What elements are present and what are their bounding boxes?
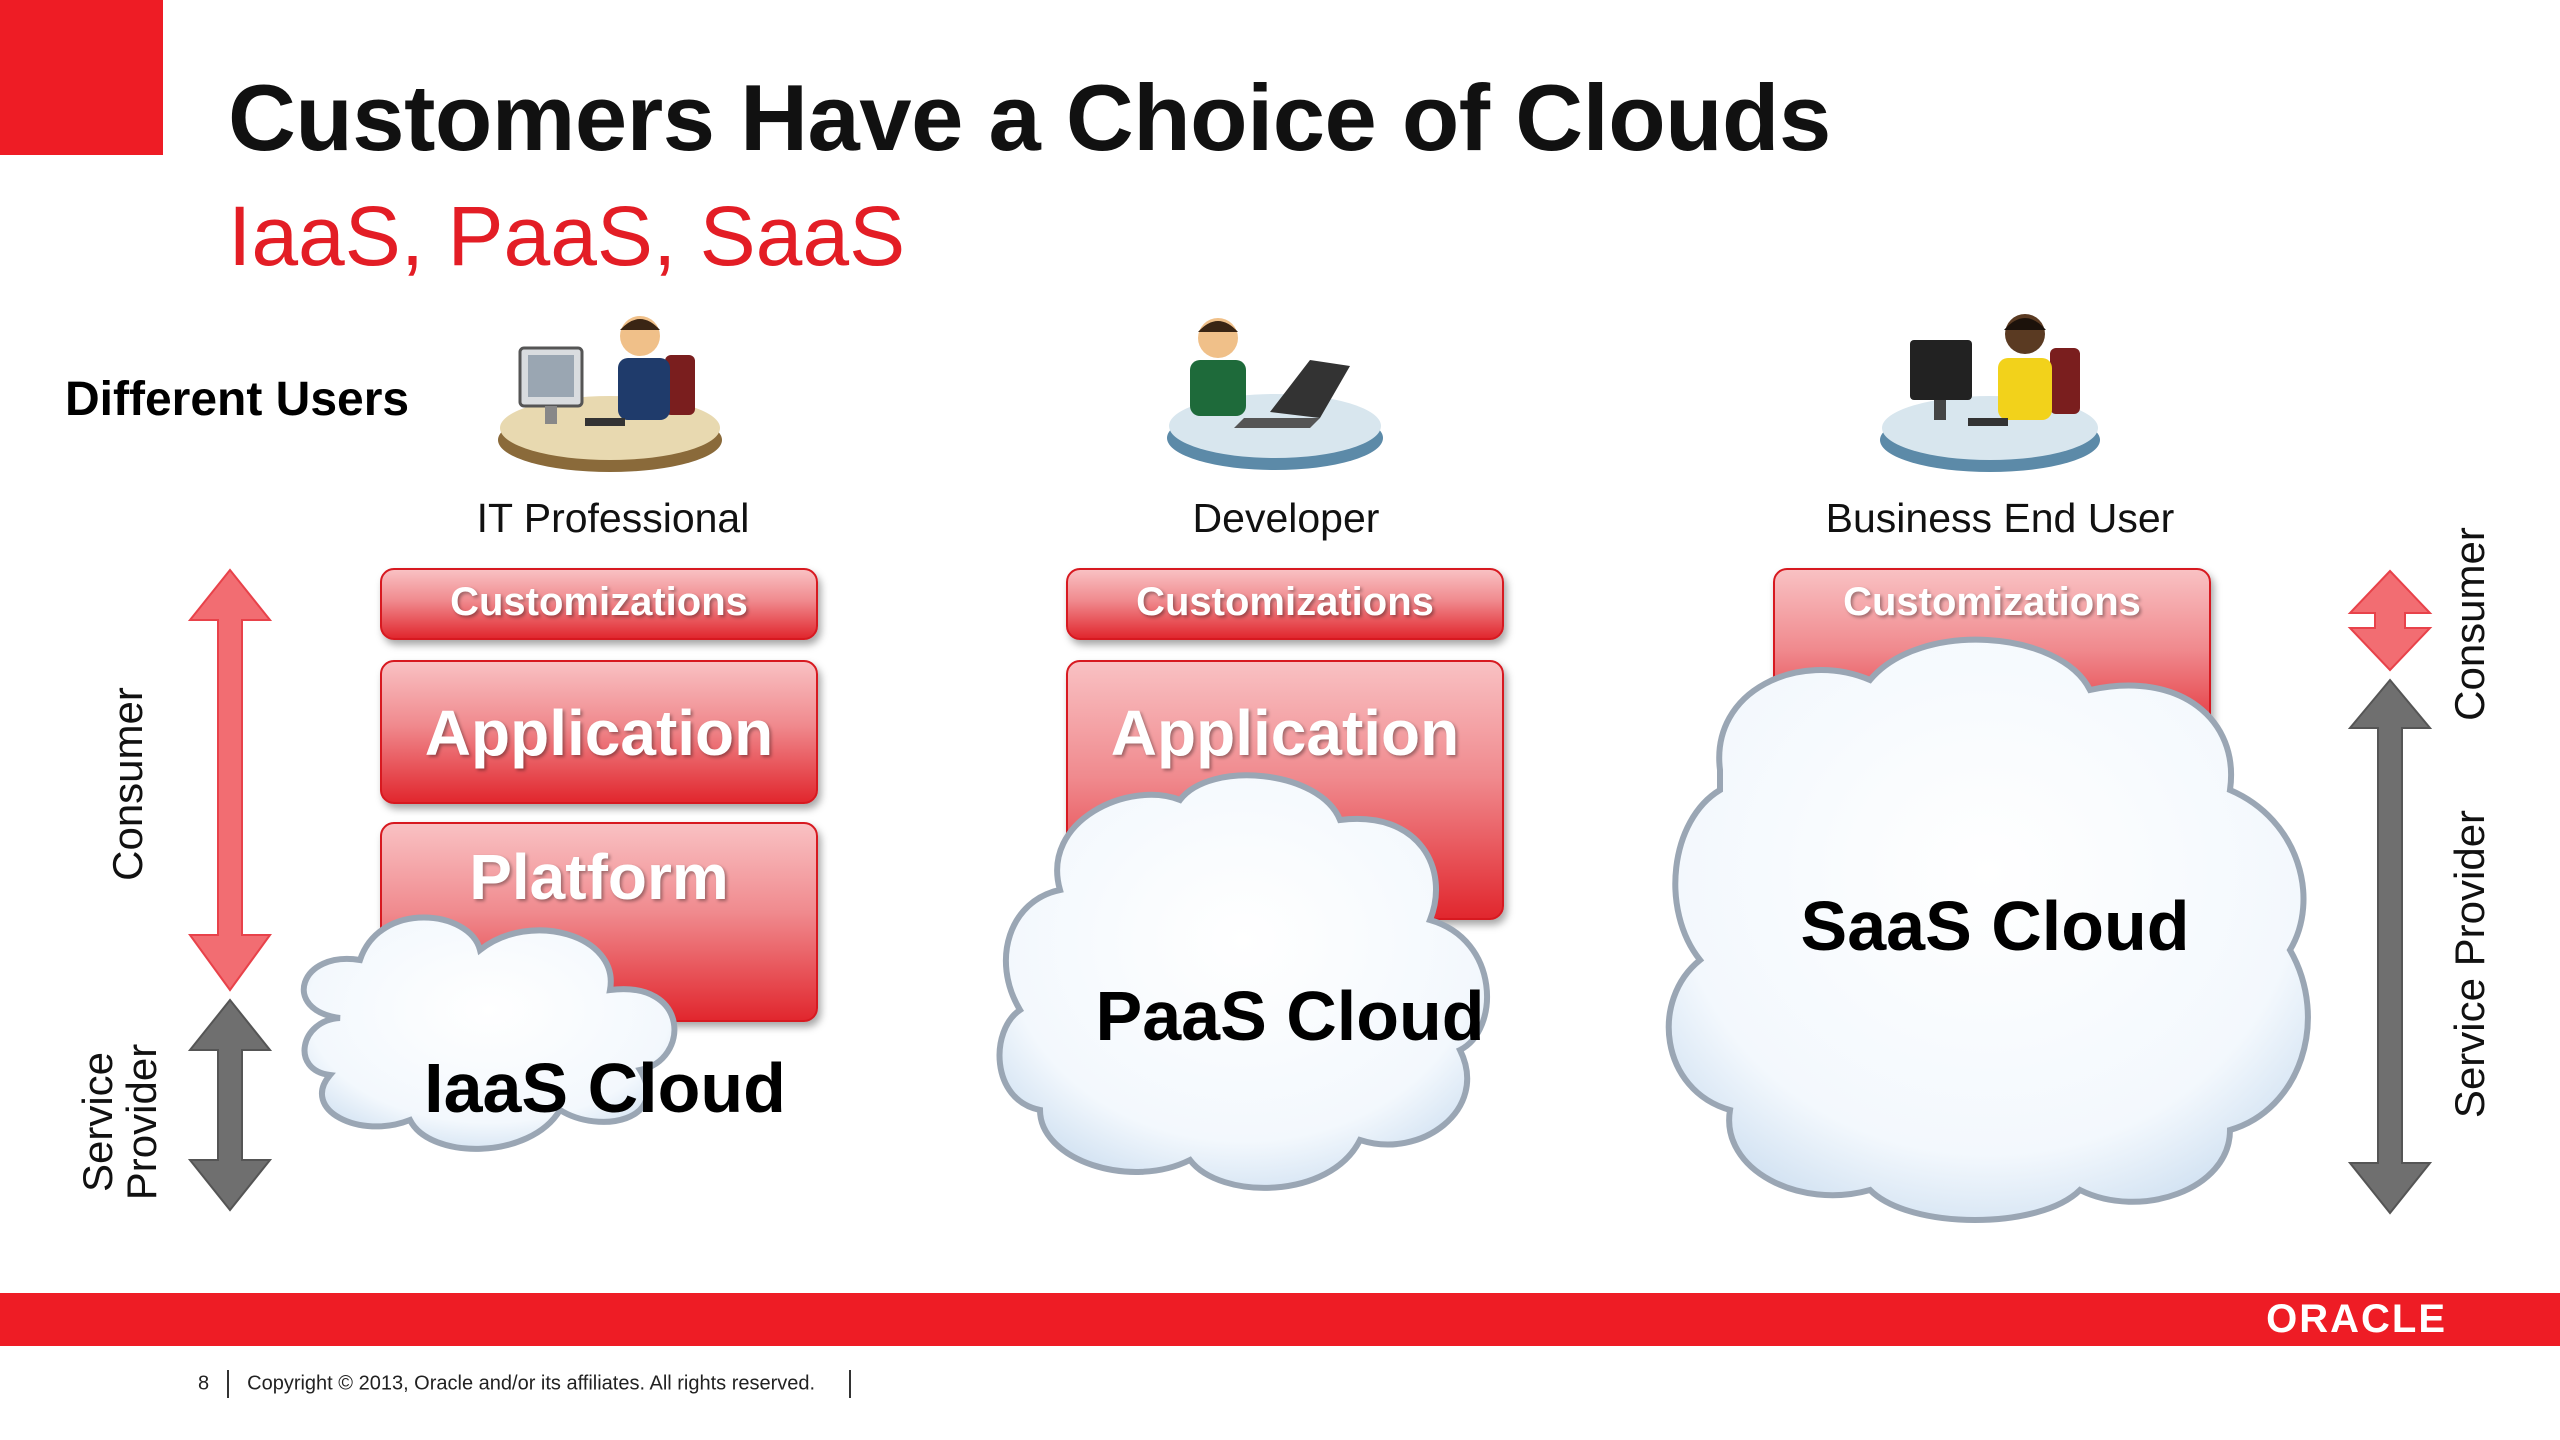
left-service-provider-label: Service Provider — [74, 1012, 165, 1232]
right-axis-arrows — [2347, 569, 2433, 1215]
user-it-professional: IT Professional — [476, 495, 750, 541]
right-provider-arrow — [2347, 678, 2433, 1215]
paas-cloud-shape — [996, 772, 1490, 1191]
business-end-user-illustration — [1880, 314, 2100, 472]
left-provider-line2: Provider — [118, 1043, 165, 1201]
footer-bar — [0, 1293, 2560, 1346]
oracle-logo: ORACLE — [2266, 1297, 2447, 1341]
corner-accent — [0, 0, 163, 155]
footer-text: 8 Copyright © 2013, Oracle and/or its aff… — [198, 1370, 869, 1398]
left-consumer-label: Consumer — [104, 687, 151, 881]
left-provider-line1: Service — [74, 1051, 121, 1193]
right-service-provider-label: Service Provider — [2446, 809, 2493, 1119]
copyright-text: Copyright © 2013, Oracle and/or its affi… — [247, 1372, 816, 1395]
different-users-label: Different Users — [65, 373, 410, 426]
page-title: Customers Have a Choice of Clouds — [228, 65, 1831, 170]
iaas-cloud-label: IaaS Cloud — [424, 1049, 786, 1127]
page-subtitle: IaaS, PaaS, SaaS — [228, 189, 906, 283]
paas-cloud-label: PaaS Cloud — [1095, 977, 1485, 1055]
left-axis-arrows — [187, 568, 273, 1212]
paas-customizations-box: Customizations — [1066, 568, 1504, 640]
saas-cloud-shape — [1665, 636, 2311, 1223]
footer-separator — [227, 1370, 230, 1398]
footer-separator-end — [849, 1370, 852, 1398]
right-consumer-arrow — [2347, 569, 2433, 672]
developer-illustration — [1167, 318, 1383, 470]
user-developer: Developer — [1192, 495, 1380, 541]
saas-cloud-label: SaaS Cloud — [1800, 887, 2190, 965]
left-provider-arrow — [187, 998, 273, 1212]
iaas-cloud-shape — [300, 914, 678, 1152]
iaas-customizations-box: Customizations — [380, 568, 818, 640]
user-business-end-user: Business End User — [1825, 495, 2175, 541]
right-consumer-label: Consumer — [2446, 527, 2493, 721]
left-consumer-arrow — [187, 568, 273, 992]
page-number: 8 — [198, 1372, 210, 1395]
it-professional-illustration — [498, 316, 722, 472]
iaas-application-box: Application — [380, 660, 818, 804]
